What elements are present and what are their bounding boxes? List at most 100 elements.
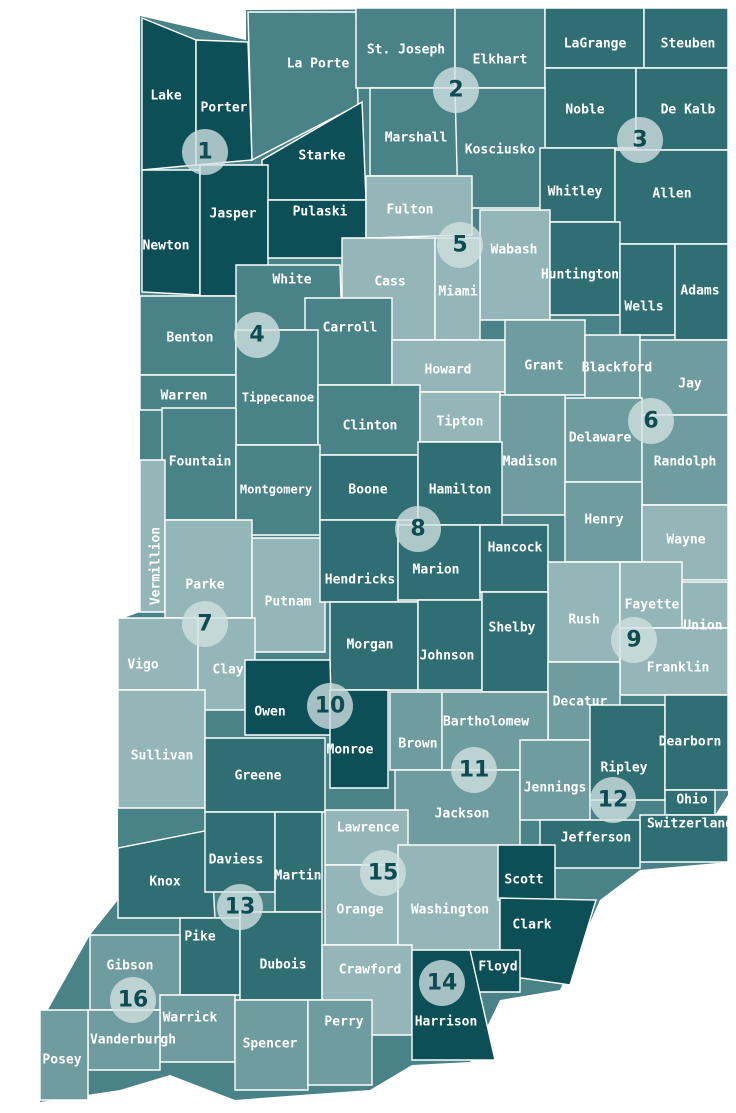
- county-label: Greene: [235, 769, 282, 784]
- county-label: Whitley: [548, 185, 603, 200]
- county-brown[interactable]: [389, 691, 443, 771]
- region-number: 2: [448, 78, 463, 103]
- county-label: Carroll: [323, 321, 378, 336]
- county-label: De Kalb: [661, 103, 716, 118]
- county-label: Martin: [275, 869, 322, 884]
- county-label: Ohio: [676, 793, 707, 808]
- county-label: Brown: [398, 737, 437, 752]
- region-marker[interactable]: [451, 747, 497, 793]
- county-hancock[interactable]: [479, 524, 549, 593]
- county-label: Hendricks: [325, 573, 395, 588]
- region-marker[interactable]: [360, 850, 406, 896]
- county-label: Starke: [299, 149, 346, 164]
- county-label: Newton: [143, 239, 190, 254]
- region-number: 16: [118, 988, 149, 1013]
- county-newton[interactable]: [141, 169, 201, 296]
- region-marker[interactable]: [433, 67, 479, 113]
- county-label: Johnson: [420, 649, 475, 664]
- county-label: Franklin: [647, 661, 710, 676]
- county-label: Floyd: [478, 960, 517, 975]
- county-label: Parke: [185, 578, 224, 593]
- region-marker[interactable]: [217, 884, 263, 930]
- county-spencer[interactable]: [234, 999, 309, 1091]
- region-marker[interactable]: [110, 977, 156, 1023]
- county-wabash[interactable]: [479, 209, 551, 321]
- county-label: Dubois: [260, 958, 307, 973]
- region-marker[interactable]: [234, 312, 280, 358]
- county-label: Wabash: [491, 243, 538, 258]
- county-label: Noble: [565, 103, 604, 118]
- county-label: Miami: [438, 285, 477, 300]
- county-label: Monroe: [327, 743, 374, 758]
- region-number: 12: [598, 788, 629, 813]
- county-posey[interactable]: [39, 1009, 89, 1101]
- county-putnam[interactable]: [251, 537, 326, 653]
- county-label: Henry: [584, 513, 623, 528]
- county-label: Union: [683, 619, 722, 634]
- county-grant[interactable]: [504, 319, 586, 396]
- county-label: Vanderburgh: [90, 1033, 176, 1048]
- region-number: 7: [197, 612, 212, 637]
- county-perry[interactable]: [307, 999, 373, 1086]
- county-shelby[interactable]: [481, 591, 549, 693]
- region-marker[interactable]: [182, 129, 228, 175]
- county-label: Adams: [680, 284, 719, 299]
- region-marker[interactable]: [419, 960, 465, 1006]
- county-label: Huntington: [541, 268, 619, 283]
- county-label: Tippecanoe: [242, 391, 314, 405]
- region-number: 13: [225, 895, 256, 920]
- county-johnson[interactable]: [417, 599, 483, 691]
- region-marker[interactable]: [611, 617, 657, 663]
- county-label: Knox: [149, 875, 180, 890]
- county-label: Owen: [254, 705, 285, 720]
- county-label: Fountain: [169, 455, 232, 470]
- region-number: 9: [626, 628, 641, 653]
- county-label: Orange: [337, 903, 384, 918]
- county-label: Scott: [504, 873, 543, 888]
- county-martin[interactable]: [274, 811, 323, 913]
- region-number: 1: [197, 140, 212, 165]
- region-marker[interactable]: [590, 777, 636, 823]
- counties: [39, 7, 729, 1101]
- county-label: Grant: [524, 359, 563, 374]
- county-label: Vermillion: [149, 527, 164, 605]
- county-label: Marshall: [385, 131, 448, 146]
- region-marker[interactable]: [628, 398, 674, 444]
- county-washington[interactable]: [397, 844, 501, 956]
- county-label: Spencer: [243, 1037, 298, 1052]
- county-label: Clinton: [343, 419, 398, 434]
- county-label: Decatur: [553, 695, 608, 710]
- county-warrick[interactable]: [159, 994, 236, 1063]
- region-marker[interactable]: [182, 601, 228, 647]
- county-label: Gibson: [107, 959, 154, 974]
- county-wells[interactable]: [619, 243, 676, 336]
- region-number: 14: [427, 971, 458, 996]
- county-label: Hamilton: [429, 483, 492, 498]
- region-marker[interactable]: [437, 222, 483, 268]
- county-label: Jefferson: [561, 831, 631, 846]
- county-dearborn[interactable]: [664, 694, 729, 791]
- county-label: St. Joseph: [367, 43, 445, 58]
- region-marker[interactable]: [307, 683, 353, 729]
- county-label: Clark: [512, 918, 551, 933]
- county-label: Boone: [348, 483, 387, 498]
- county-label: Pulaski: [293, 205, 348, 220]
- county-label: Hancock: [488, 541, 543, 556]
- county-label: Porter: [201, 101, 248, 116]
- region-number: 6: [643, 409, 658, 434]
- county-label: Lawrence: [337, 821, 400, 836]
- region-number: 4: [249, 323, 264, 348]
- county-label: Howard: [425, 363, 472, 378]
- county-label: Shelby: [489, 621, 536, 636]
- county-wayne[interactable]: [641, 504, 729, 581]
- county-label: La Porte: [287, 57, 350, 72]
- region-marker[interactable]: [395, 506, 441, 552]
- county-label: Jay: [678, 377, 702, 392]
- region-marker[interactable]: [617, 117, 663, 163]
- county-hendricks[interactable]: [319, 519, 399, 603]
- region-number: 3: [632, 128, 647, 153]
